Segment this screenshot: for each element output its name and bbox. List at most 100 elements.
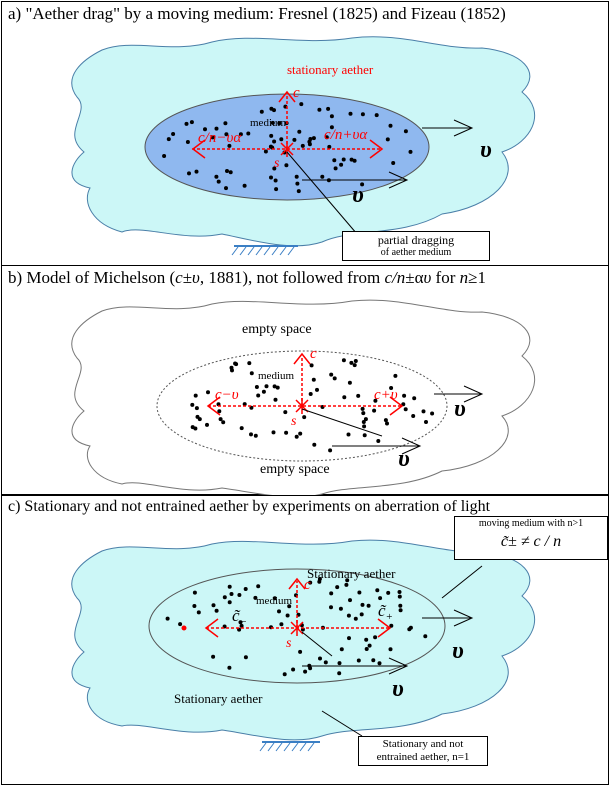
particle-dot [273,178,278,183]
particle-dot [385,137,390,142]
particle-dot [408,625,413,630]
particle-dot [386,590,391,595]
particle-dot [282,672,287,677]
particle-dot [388,123,393,128]
not-entrained-line2: entrained aether, n=1 [376,751,470,763]
particle-dot [261,389,266,394]
c-label-b: c [310,346,317,362]
particle-dot [309,363,314,368]
particle-dot [349,360,354,365]
particle-dot [367,643,372,648]
particle-dot [239,623,244,628]
moving-medium-line1: moving medium with n>1 [478,518,584,529]
particle-dot [221,420,226,425]
particle-dot [424,420,428,424]
particle-dot [295,181,300,186]
v-label-c2: υ [392,676,404,702]
particle-dot [374,113,379,118]
particle-dot [269,175,273,180]
panel-b: b) Model of Michelson (c±υ, 1881), not f… [1,265,609,496]
particle-dot [359,612,364,617]
particle-dot [308,392,313,396]
particle-dot [300,143,305,148]
particle-dot [269,106,274,111]
particle-dot [194,169,199,174]
panel-c: c) Stationary and not entrained aether b… [1,495,609,785]
particle-dot [376,439,381,443]
stationary-aether-bottom: Stationary aether [174,691,263,706]
particle-dot [178,622,183,627]
empty-space-top: empty space [242,322,312,337]
particle-dot [363,417,368,422]
particle-dot [329,114,334,119]
partial-dragging-box: partial dragging of aether medium [342,231,490,261]
particle-dot [214,174,219,179]
particle-dot [294,434,299,439]
particle-dot [349,157,354,162]
particle-dot [299,102,304,107]
particle-dot [275,385,280,390]
particle-dot [341,358,346,363]
particle-dot [269,133,274,138]
stationary-aether-top: Stationary aether [307,566,396,581]
medium-label: medium [250,117,286,129]
particle-dot [327,144,332,149]
particle-dot [372,408,377,413]
particle-dot [347,380,352,385]
particle-dot [408,149,413,154]
particle-dot [373,398,378,403]
particle-dot [279,622,284,627]
particle-dot [233,361,238,366]
particle-dot [361,420,366,424]
partial-dragging-line1: partial dragging [377,233,455,247]
particle-dot [320,174,325,179]
right-speed-label-b: c+υ [374,387,398,403]
particle-dot [348,598,352,603]
panel-c-diagram: Stationary aether Stationary aether medi… [71,539,535,752]
particle-dot [339,647,344,652]
particle-dot [385,421,389,426]
particle-dot [187,171,191,176]
particle-dot [242,183,247,188]
particle-dot [360,182,365,187]
particle-dot [302,415,307,420]
particle-dot [362,424,367,429]
particle-dot [192,590,197,595]
particle-dot [332,158,337,163]
particle-dot [308,580,313,585]
medium-particles-b [190,358,435,453]
particle-dot [243,587,248,591]
particle-dot [315,387,319,392]
particle-dot [165,616,170,621]
particle-dot [403,407,408,412]
particle-dot [292,137,297,142]
particle-dot [397,594,402,599]
particle-dot [388,647,393,652]
panel-b-diagram: empty space empty space medium c c−υ c+υ… [71,299,535,496]
v-label-b1: υ [454,396,466,422]
particle-dot [373,635,378,640]
particle-dot [421,409,426,414]
particle-dot [333,166,338,171]
particle-dot [254,385,259,389]
particle-dot [303,669,308,674]
particle-dot [185,140,190,144]
particle-dot [329,605,333,610]
particle-dot [366,603,371,608]
particle-dot [329,372,334,377]
particle-dot [284,163,289,168]
particle-dot [246,131,251,136]
particle-dot [338,606,343,611]
particle-dot [268,144,273,149]
c-plus-label: c̃+ [378,601,393,623]
particle-dot [326,106,331,111]
particle-dot [335,585,340,590]
particle-dot [344,582,349,587]
s-label-c: s [286,636,292,651]
particle-dot [222,595,227,600]
particle-dot [171,132,176,136]
particle-dot [402,393,407,398]
particle-dot [397,590,402,594]
particle-dot [263,149,268,154]
particle-dot [389,623,394,628]
